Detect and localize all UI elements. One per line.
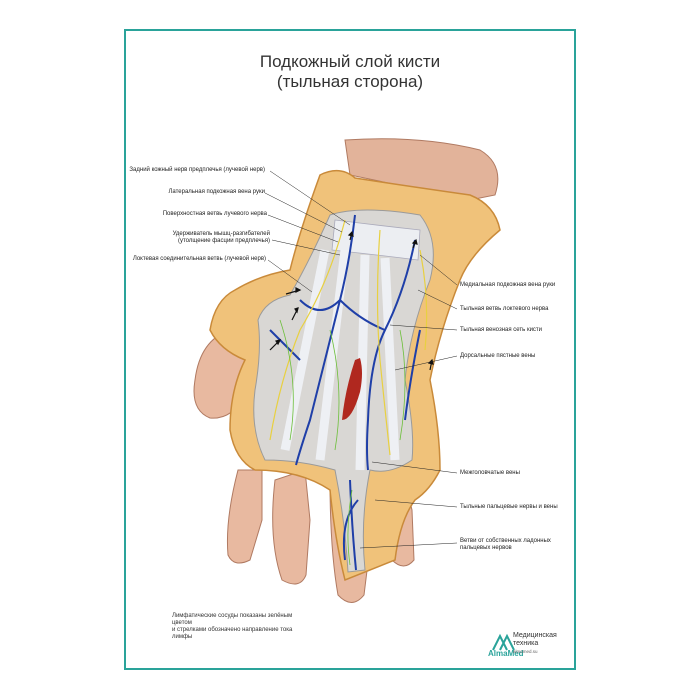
lymph-legend-line-2: и стрелками обозначено направление тока … (172, 627, 293, 640)
label-extensor-retinaculum-note: (утолщение фасции предплечья) (177, 238, 270, 244)
tendon-1 (315, 249, 350, 461)
label-dorsal-metacarpal-veins: Дорсальные пястные вены (460, 353, 536, 359)
label-dorsal-digital-nerves-veins: Тыльные пальцевые нервы и вены (460, 504, 558, 510)
leader-lines-left (264, 170, 351, 293)
label-dorsal-ulnar-branch: Тыльная ветвь локтевого нерва (460, 306, 549, 312)
title-line-2: (тыльная сторона) (276, 72, 424, 91)
label-palmar-digital-branches: Ветви от собственных ладонных (460, 538, 551, 544)
lymphatic-vessels (279, 319, 406, 566)
logo-text-line-1: Медицинская (513, 632, 557, 639)
almamed-logo: AlmaMed Медицинская техника almamed.su (488, 630, 568, 660)
logo-brand: AlmaMed (488, 649, 524, 658)
finger-2 (272, 469, 311, 585)
title-line-1: Подкожный слой кисти (259, 52, 441, 71)
logo-text-line-2: техника (513, 640, 539, 647)
label-posterior-cutaneous-nerve: Задний кожный нерв предплечья (лучевой н… (129, 167, 265, 173)
label-dorsal-venous-network: Тыльная венозная сеть кисти (460, 327, 543, 333)
tendon-3 (380, 257, 400, 461)
label-intercapitular-veins: Межголовчатые вены (460, 470, 520, 476)
finger-1 (226, 469, 263, 564)
label-extensor-retinaculum: Удерживатель мышц-разгибателей (172, 231, 270, 237)
lymph-legend-line-1: Лимфатические сосуды показаны зелёным цв… (172, 613, 293, 626)
dorsal-venous-network (269, 214, 421, 571)
label-basilic-vein: Медиальная подкожная вена руки (460, 282, 556, 288)
label-ulnar-communicating-branch: Локтевая соединительная ветвь (лучевой н… (132, 256, 266, 262)
almamed-logo-icon (492, 633, 515, 651)
label-palmar-digital-branches-2: пальцевых нервов (460, 545, 512, 551)
dorsal-nerves (269, 219, 428, 456)
tendon-2 (355, 254, 370, 471)
interosseous-muscle (342, 358, 362, 420)
label-superficial-radial-nerve: Поверхностная ветвь лучевого нерва (162, 211, 267, 217)
tendon-4 (280, 249, 330, 451)
forearm-skin (344, 138, 499, 201)
logo-url: almamed.su (513, 649, 538, 654)
leader-lines-right (359, 254, 458, 549)
label-cephalic-vein: Латеральная подкожная вена руки (168, 189, 265, 195)
lymph-legend-note: Лимфатические сосуды показаны зелёным цв… (172, 613, 312, 641)
